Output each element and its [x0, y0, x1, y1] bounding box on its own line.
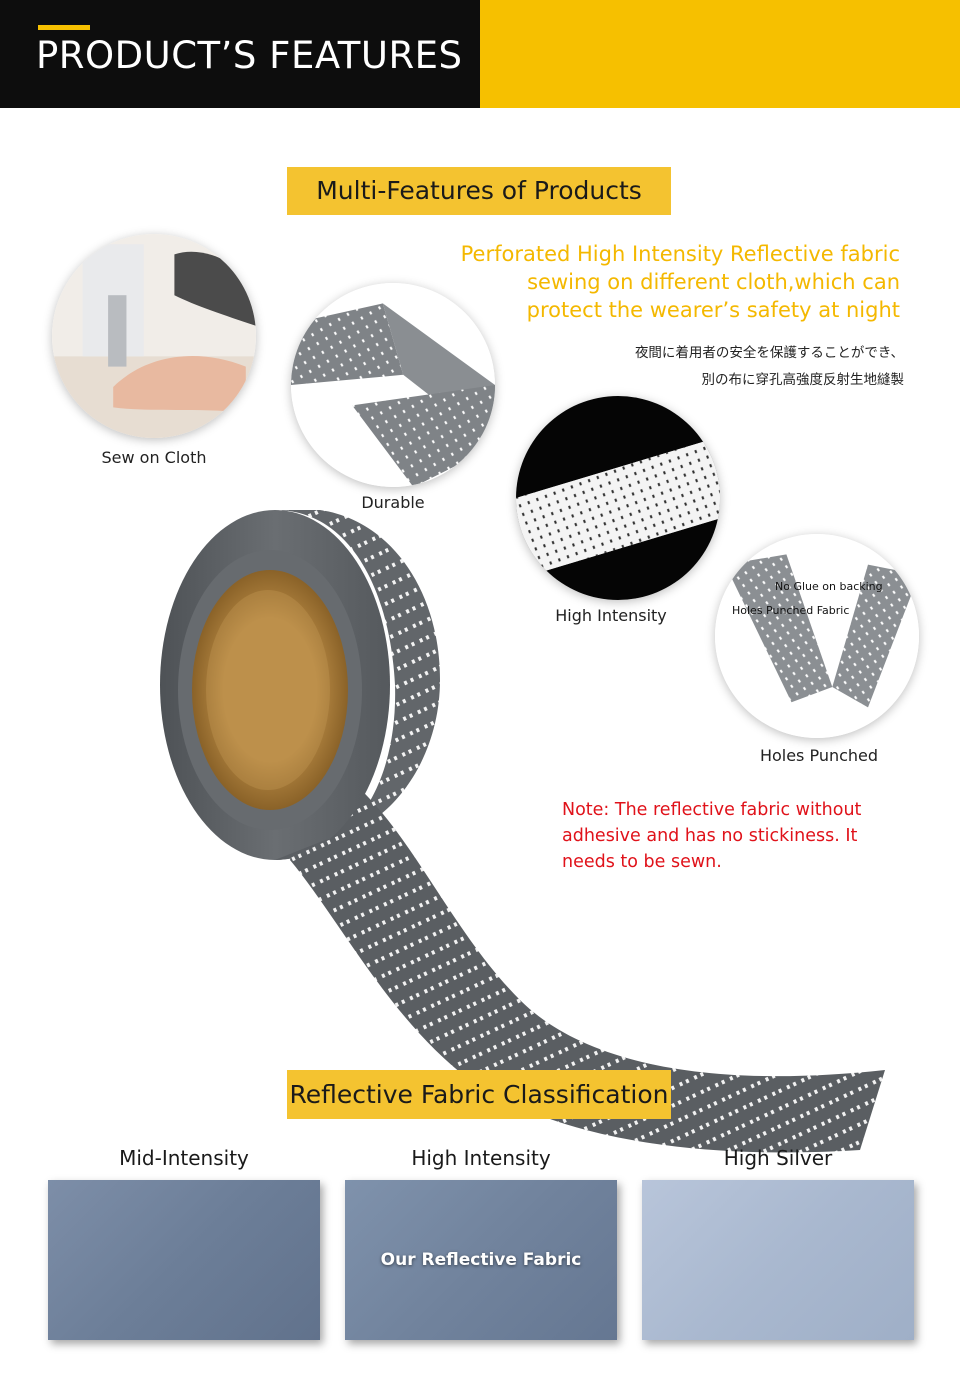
note-line: needs to be sewn. — [562, 852, 722, 872]
note-line: adhesive and has no stickiness. It — [562, 826, 858, 846]
classification-title: High Silver — [723, 1146, 833, 1170]
intro-jp-line: 別の布に穿孔高強度反射生地縫製 — [701, 372, 905, 388]
intro-jp-line: 夜間に着用者の安全を保護することができ、 — [634, 345, 904, 361]
feature-caption: High Intensity — [555, 606, 667, 625]
sewing-machine-photo-icon — [52, 234, 256, 438]
section-banner-features: Multi-Features of Products — [287, 167, 671, 215]
swatch-overlay-label: Our Reflective Fabric — [380, 1250, 582, 1270]
callout-holes-punched: Holes Punched Fabric — [732, 604, 850, 617]
callout-no-glue: No Glue on backing — [775, 580, 883, 593]
feature-caption: Sew on Cloth — [101, 448, 207, 467]
header: PRODUCT’S FEATURES — [0, 0, 960, 108]
punched-tape-photo-icon — [715, 534, 919, 738]
tape-roll-graphic — [160, 510, 885, 1153]
feature-circle-high-intensity — [516, 396, 720, 600]
feature-circle-durable — [291, 283, 495, 487]
header-black-panel — [0, 0, 480, 108]
header-accent-bar — [38, 25, 90, 30]
feature-circle-holes-punched — [715, 534, 919, 738]
fabric-swatch-high-silver — [642, 1180, 914, 1340]
feature-circle-sew — [52, 234, 256, 438]
intro-japanese-text: 夜間に着用者の安全を保護することができ、 別の布に穿孔高強度反射生地縫製 — [484, 340, 904, 394]
note-text: Note: The reflective fabric without adhe… — [562, 797, 902, 875]
page-title: PRODUCT’S FEATURES — [36, 34, 463, 77]
intro-text: Perforated High Intensity Reflective fab… — [380, 240, 900, 324]
glowing-tape-photo-icon — [516, 396, 720, 600]
intro-line: Perforated High Intensity Reflective fab… — [460, 242, 900, 266]
fabric-swatch-high-intensity: Our Reflective Fabric — [345, 1180, 617, 1340]
classification-title: Mid-Intensity — [119, 1146, 249, 1170]
fabric-swatch-mid-intensity — [48, 1180, 320, 1340]
tape-roll-image — [140, 500, 890, 1160]
feature-caption: Durable — [361, 493, 425, 512]
header-yellow-panel — [480, 0, 960, 108]
intro-line: sewing on different cloth,which can — [527, 270, 900, 294]
feature-caption: Holes Punched — [759, 746, 879, 765]
section-banner-classification: Reflective Fabric Classification — [287, 1070, 671, 1119]
note-line: Note: The reflective fabric without — [562, 800, 862, 820]
intro-line: protect the wearer’s safety at night — [526, 298, 900, 322]
classification-title: High Intensity — [411, 1146, 551, 1170]
folded-tape-photo-icon — [291, 283, 495, 487]
